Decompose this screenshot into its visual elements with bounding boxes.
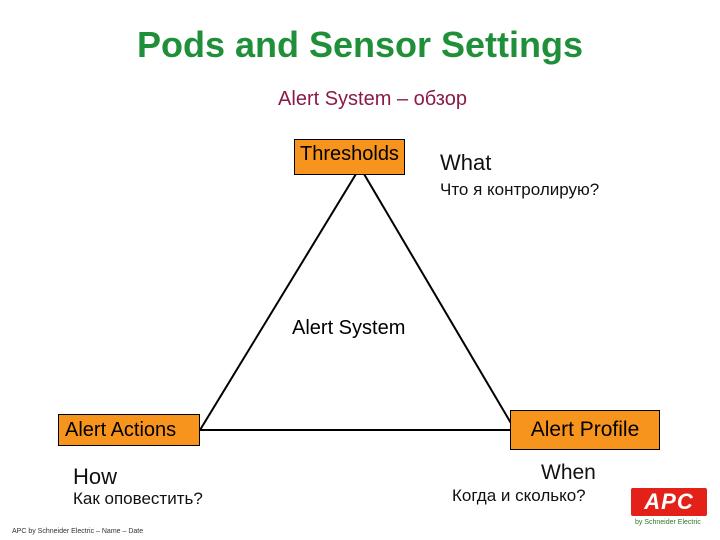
node-alert-profile: Alert Profile — [510, 410, 660, 450]
when-label: When — [541, 461, 596, 484]
slide-title: Pods and Sensor Settings — [136, 24, 584, 65]
when-question: Когда и сколько? — [452, 486, 586, 505]
what-question: Что я контролирую? — [440, 180, 600, 199]
apc-logo: APC by Schneider Electric — [631, 488, 711, 536]
node-thresholds: Thresholds — [294, 139, 405, 175]
edge-top-right — [363, 173, 516, 431]
center-label: Alert System — [290, 317, 408, 340]
slide-subtitle: Alert System – обзор — [278, 88, 467, 110]
apc-logo-mark: APC — [631, 488, 707, 516]
node-alert-actions: Alert Actions — [58, 414, 200, 446]
edge-top-left — [199, 173, 357, 431]
footer-text: APC by Schneider Electric – Name – Date — [12, 528, 144, 535]
how-question: Как оповестить? — [73, 489, 203, 508]
apc-logo-subtitle: by Schneider Electric — [635, 519, 701, 526]
what-label: What — [440, 150, 492, 175]
how-label: How — [73, 464, 118, 489]
